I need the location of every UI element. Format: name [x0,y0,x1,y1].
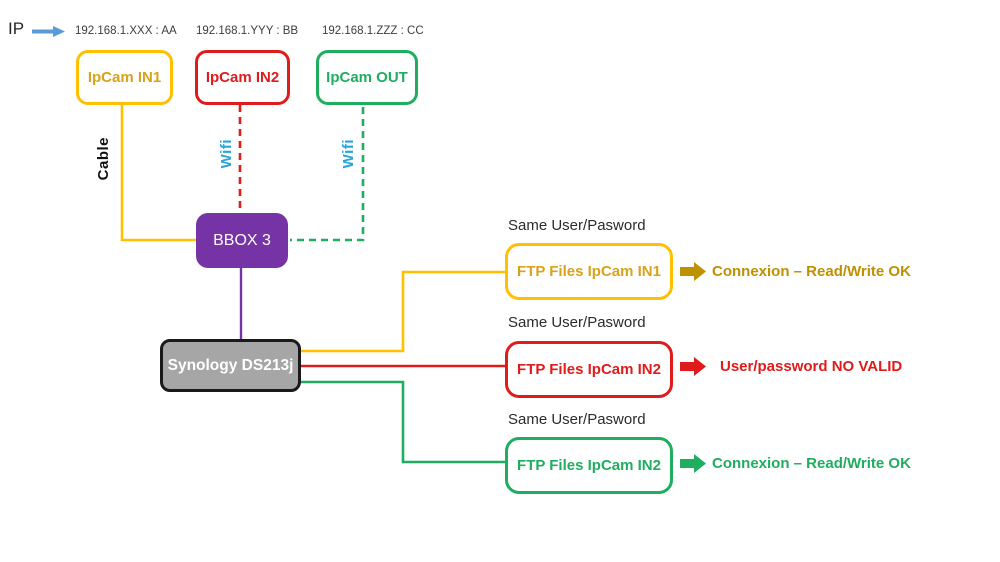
ftp-row3-box: FTP Files IpCam IN2 [505,437,673,494]
wifi-wire-label-1: Wifi [218,139,235,169]
ftp-row3-status: Connexion – Read/Write OK [712,455,911,472]
cable-wire-ipcam-in1 [120,105,196,242]
ftp-row2-note: Same User/Pasword [508,314,646,331]
wifi-wire-label-2: Wifi [340,139,357,169]
ip-address-ipcam-out: 192.168.1.ZZZ : CC [322,25,424,37]
ip-legend-label: IP [8,19,25,38]
node-ipcam-out: IpCam OUT [316,50,418,105]
nas-ftp3-wire [301,380,505,464]
ftp-row1-result-arrow-icon [680,262,706,281]
ftp-row1-box: FTP Files IpCam IN1 [505,243,673,300]
ftp-row2-status: User/password NO VALID [720,358,903,375]
wifi-wire-ipcam-out [290,107,365,242]
nas-ftp1-wire [301,270,505,353]
cable-wire-label: Cable [95,137,112,181]
node-ipcam-in2: IpCam IN2 [195,50,290,105]
node-ipcam-in1: IpCam IN1 [76,50,173,105]
ftp-row3-result-arrow-icon [680,454,706,473]
ip-address-ipcam-in2: 192.168.1.YYY : BB [196,25,299,37]
ftp-row2-result-arrow-icon [680,357,706,376]
ftp-row3-note: Same User/Pasword [508,411,646,428]
node-router-bbox3: BBOX 3 [196,213,288,268]
ftp-row1-note: Same User/Pasword [508,217,646,234]
ftp-row1-status: Connexion – Read/Write OK [712,263,911,280]
ftp-row2-box: FTP Files IpCam IN2 [505,341,673,398]
ip-arrow-icon [32,26,65,37]
ip-address-ipcam-in1: 192.168.1.XXX : AA [75,25,177,37]
node-nas-synology: Synology DS213j [160,339,301,392]
